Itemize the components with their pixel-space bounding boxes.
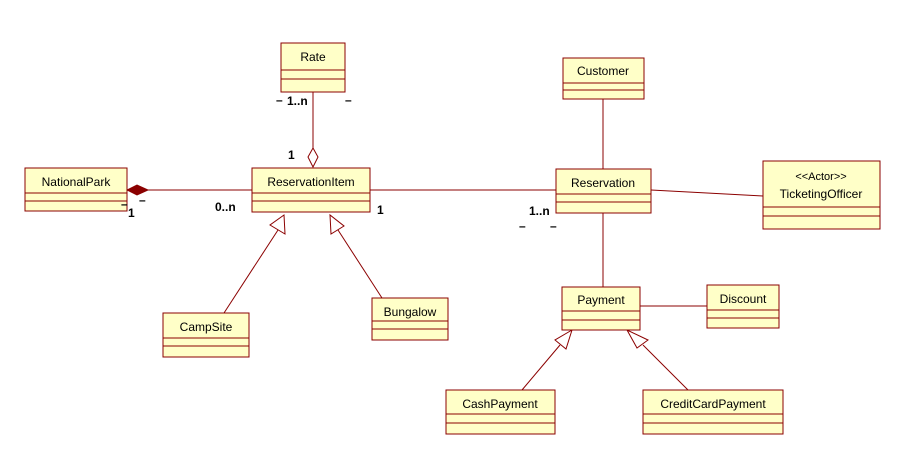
class-rate[interactable]: Rate [280,42,346,93]
multiplicity-dash: – [345,93,352,107]
multiplicity-dash: – [519,219,526,233]
class-name: CampSite [180,320,233,334]
multiplicity-item-park-end: 0..n [215,200,236,214]
multiplicity-dash: – [139,193,146,207]
class-name: CreditCardPayment [660,397,766,411]
multiplicity-labels: – 1..n – 1 – – 1 0..n 1 1..n – – [121,93,557,233]
class-name: Reservation [571,176,635,190]
class-creditcardpayment[interactable]: CreditCardPayment [642,389,784,435]
class-name: CashPayment [462,397,538,411]
class-campsite[interactable]: CampSite [162,312,250,358]
class-cashpayment[interactable]: CashPayment [445,389,556,435]
aggregation-diamond-icon [307,146,319,169]
class-discount[interactable]: Discount [706,284,780,329]
class-name: NationalPark [42,175,112,189]
edges [125,92,764,391]
multiplicity-dash: – [550,219,557,233]
class-payment[interactable]: Payment [561,286,641,331]
class-name: TicketingOfficer [780,187,863,201]
generalization-arrow-icon [269,214,286,235]
generalization-campsite [223,229,279,314]
class-nationalpark[interactable]: NationalPark [24,167,128,212]
multiplicity-rate-end: 1..n [287,94,308,108]
generalization-arrow-icon [554,328,573,350]
generalization-arrow-icon [625,328,649,349]
multiplicity-dash: – [121,197,128,211]
class-reservation[interactable]: Reservation [555,168,652,214]
multiplicity-item-rate-end: 1 [288,148,295,162]
class-name: Customer [577,64,629,78]
class-stereotype: <<Actor>> [795,171,846,183]
class-ticketingofficer[interactable]: <<Actor>> TicketingOfficer [762,160,881,230]
class-reservationitem[interactable]: ReservationItem [251,167,371,213]
multiplicity-item-reservation-end: 1 [377,203,384,217]
class-name: Discount [720,292,767,306]
class-name: Rate [300,50,326,64]
multiplicity-dash: – [276,93,283,107]
multiplicity-reservation-item-end: 1..n [529,204,550,218]
generalization-bungalow [337,229,383,299]
multiplicity-park-end: 1 [128,206,135,220]
class-name: ReservationItem [267,175,354,189]
generalization-arrow-icon [329,213,345,235]
class-bungalow[interactable]: Bungalow [371,297,449,341]
class-name: Bungalow [384,305,437,319]
composition-diamond-icon [125,184,150,196]
class-name: Payment [577,293,625,307]
association-reservation-ticketingofficer [650,189,764,197]
generalization-cashpayment [521,344,561,391]
generalization-creditcardpayment [642,344,689,391]
class-customer[interactable]: Customer [562,57,645,100]
